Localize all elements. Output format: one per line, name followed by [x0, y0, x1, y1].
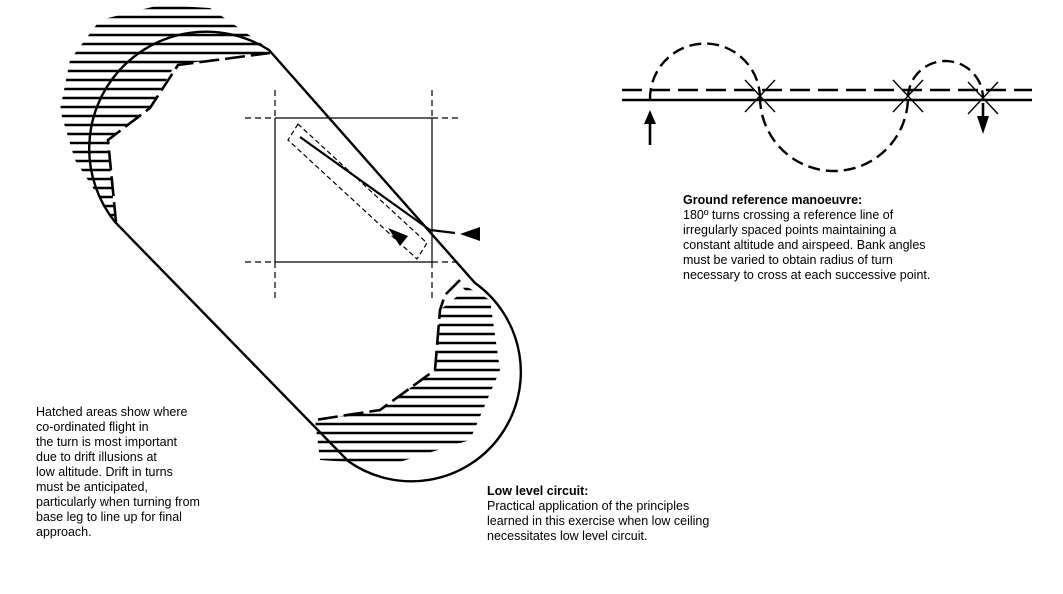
note-line: Hatched areas show where	[36, 405, 188, 419]
approach-arrow-icon	[388, 228, 408, 246]
caption-line: necessitates low level circuit.	[487, 529, 648, 543]
caption-line: irregularly spaced points maintaining a	[683, 223, 897, 237]
low-level-circuit-caption: Low level circuit: Practical application…	[487, 484, 709, 544]
note-line: due to drift illusions at	[36, 450, 157, 464]
caption-line: learned in this exercise when low ceilin…	[487, 514, 710, 528]
caption-line: constant altitude and airspeed. Bank ang…	[683, 238, 926, 252]
hatched-areas-note: Hatched areas show where co-ordinated fl…	[36, 405, 200, 540]
note-line: base leg to line up for final	[36, 510, 182, 524]
drift-boundary-top	[106, 51, 271, 223]
note-line: approach.	[36, 525, 92, 539]
end-arrow-icon	[977, 116, 989, 134]
note-line: the turn is most important	[36, 435, 178, 449]
hatched-area-bottom	[315, 280, 500, 462]
runway	[287, 123, 428, 260]
circuit-outline	[88, 30, 523, 483]
caption-line: Practical application of the principles	[487, 499, 690, 513]
caption-line: 180º turns crossing a reference line of	[683, 208, 894, 222]
ground-reference-heading: Ground reference manoeuvre:	[683, 193, 863, 207]
approach-path	[299, 136, 456, 235]
note-line: particularly when turning from	[36, 495, 200, 509]
start-arrow-icon	[644, 110, 656, 124]
ground-reference-caption: Ground reference manoeuvre: 180º turns c…	[683, 193, 930, 283]
field-box	[245, 90, 460, 298]
drift-boundary-bottom	[314, 279, 461, 422]
caption-line: must be varied to obtain radius of turn	[683, 253, 893, 267]
caption-line: necessary to cross at each successive po…	[683, 268, 931, 282]
note-line: must be anticipated,	[36, 480, 148, 494]
turn-arc-2	[758, 96, 910, 173]
low-level-circuit-heading: Low level circuit:	[487, 484, 589, 498]
aircraft-marker-icon	[460, 227, 480, 241]
note-line: low altitude. Drift in turns	[36, 465, 173, 479]
note-line: co-ordinated flight in	[36, 420, 149, 434]
ground-reference-sketch	[622, 42, 1032, 173]
turn-arc-3	[906, 59, 985, 101]
turn-arc-1	[648, 42, 762, 101]
